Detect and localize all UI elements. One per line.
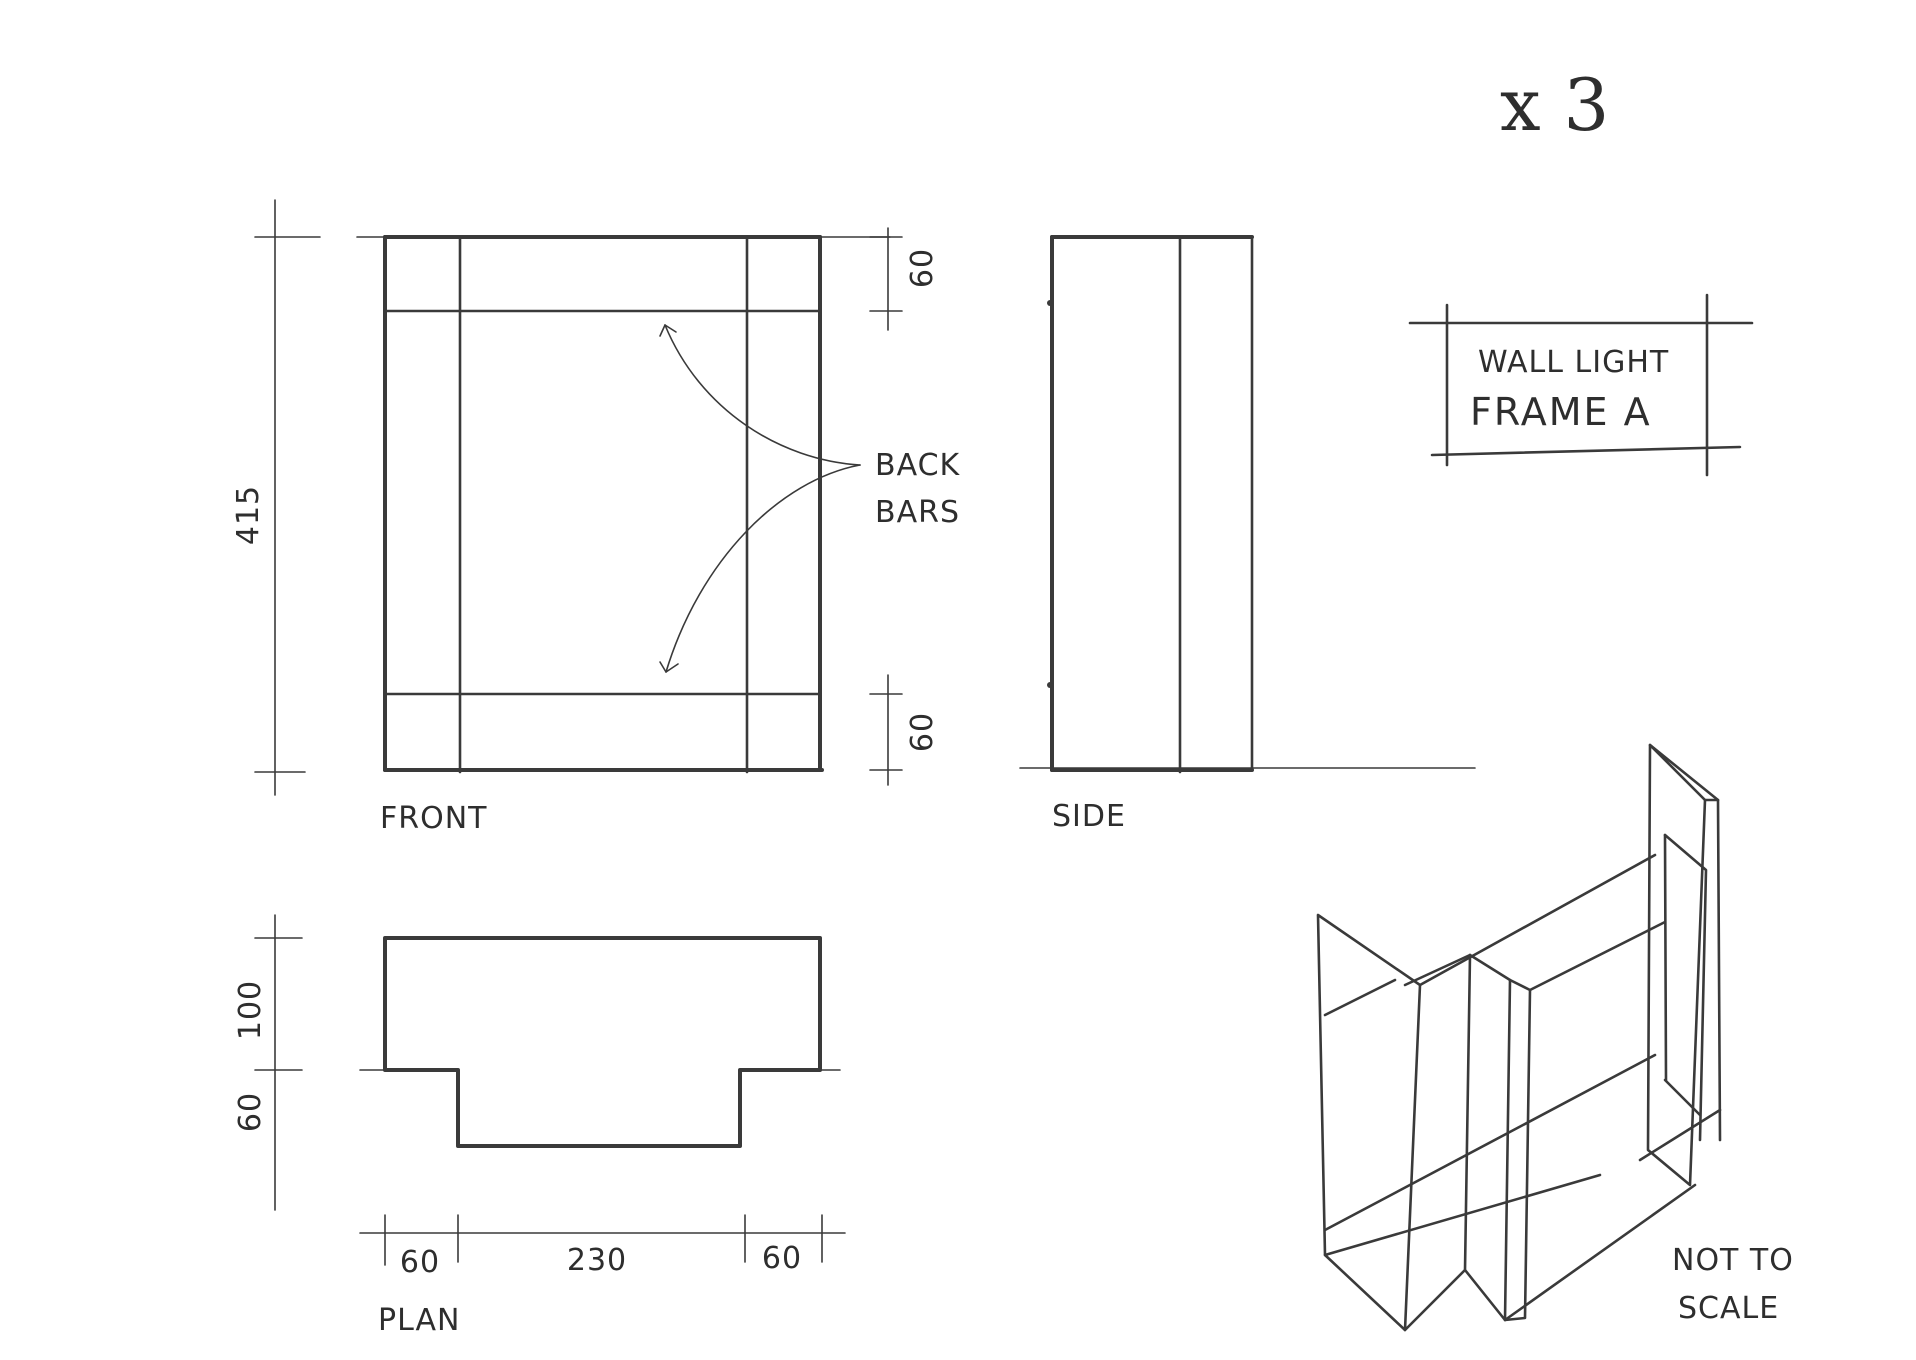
front-view-label: FRONT (380, 801, 487, 836)
height-dimension: 415 (231, 199, 321, 796)
back-bars-callout: BACK BARS (659, 324, 961, 673)
front-view (356, 235, 891, 774)
side-view-label: SIDE (1052, 799, 1126, 834)
callout-line2: BARS (875, 495, 960, 530)
dimension-plan-right-label: 60 (762, 1241, 802, 1276)
dimension-plan-front-label: 60 (233, 1092, 268, 1132)
title-box: WALL LIGHT FRAME A (1408, 293, 1754, 477)
isometric-sketch (1316, 743, 1722, 1332)
plan-view (359, 936, 841, 1148)
title-line2: FRAME A (1470, 390, 1652, 434)
title-line1: WALL LIGHT (1478, 345, 1669, 380)
dimension-top-bar-label: 60 (905, 248, 940, 288)
side-view (1019, 235, 1476, 774)
quantity-multiplier: x 3 (1500, 63, 1609, 147)
scale-note-line2: SCALE (1678, 1291, 1779, 1326)
dimension-plan-left-label: 60 (400, 1245, 440, 1280)
plan-width-dimensions: 60 230 60 (359, 1214, 846, 1280)
dimension-plan-mid-label: 230 (567, 1243, 627, 1278)
callout-line1: BACK (875, 448, 961, 483)
dimension-plan-back-label: 100 (233, 980, 268, 1040)
scale-note-line1: NOT TO (1672, 1243, 1794, 1278)
plan-view-label: PLAN (378, 1303, 460, 1338)
plan-depth-dimensions: 100 60 (233, 914, 303, 1211)
dimension-height-label: 415 (231, 485, 266, 545)
bar-dimensions: 60 60 (869, 227, 940, 786)
dimension-bottom-bar-label: 60 (905, 712, 940, 752)
